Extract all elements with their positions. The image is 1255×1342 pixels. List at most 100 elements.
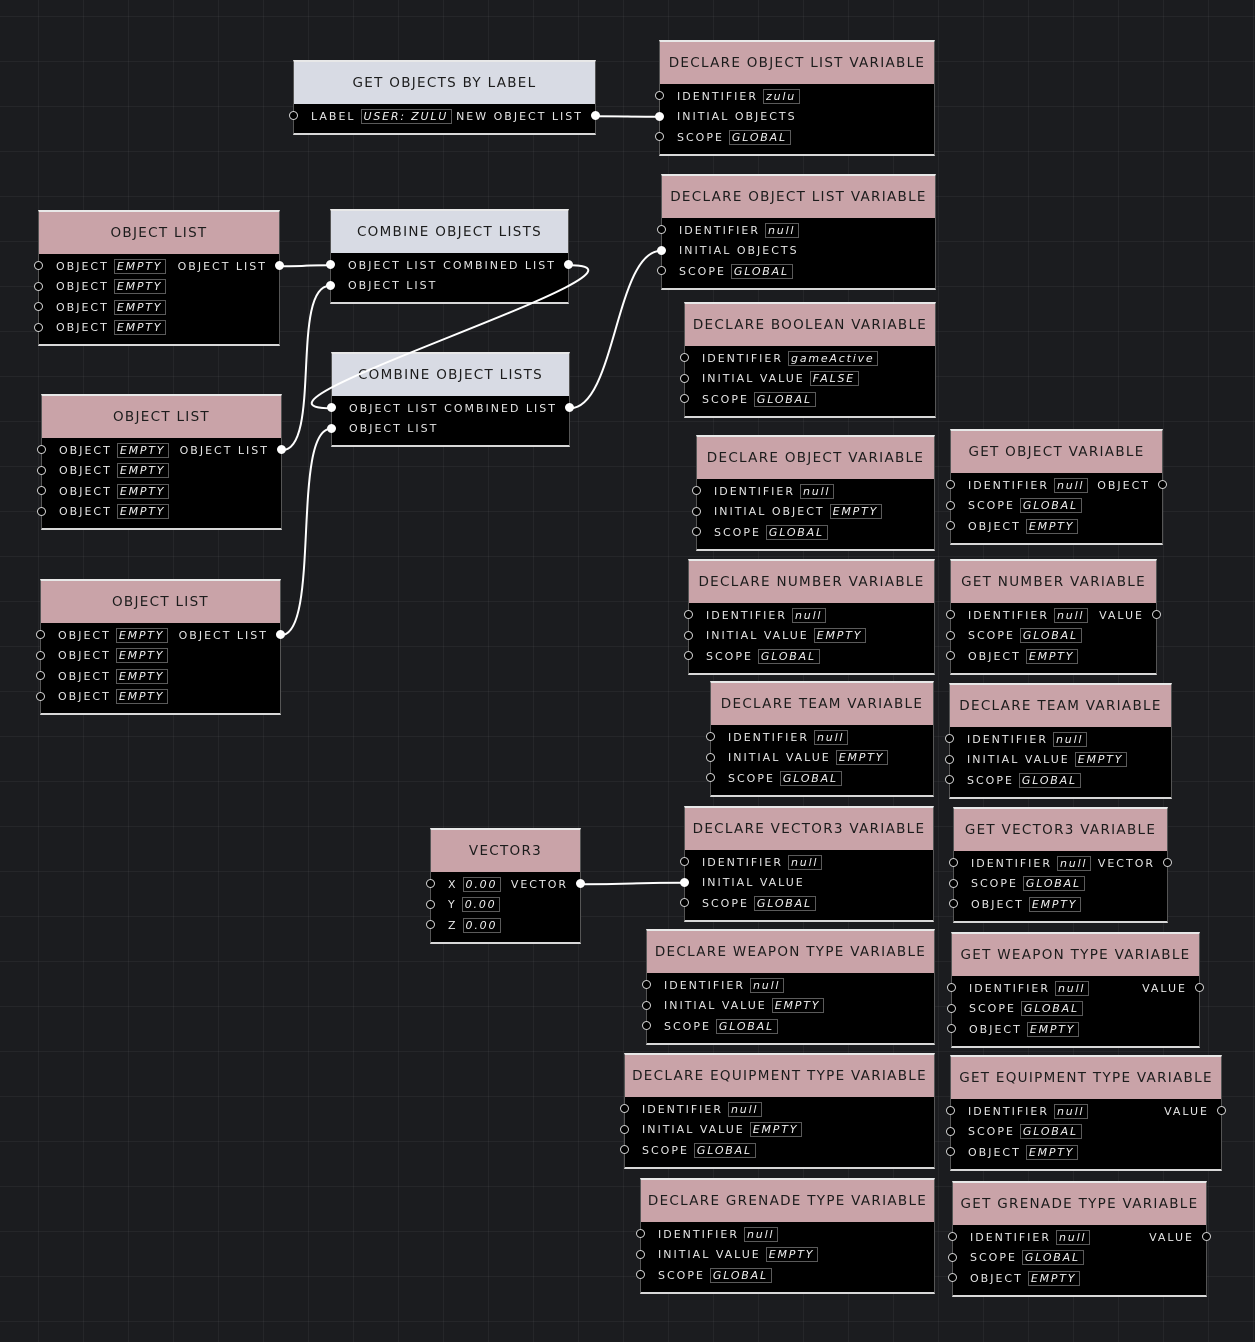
value-field[interactable]: GLOBAL (728, 129, 791, 145)
input-port-icon[interactable] (34, 322, 43, 332)
value-field[interactable]: null (1053, 731, 1088, 747)
input-port-icon[interactable] (34, 302, 43, 311)
value-field[interactable]: GLOBAL (779, 770, 842, 786)
output-port-icon[interactable] (276, 630, 285, 639)
input-port-icon[interactable] (692, 527, 701, 536)
value-field[interactable]: EMPTY (116, 504, 170, 520)
input-port-icon[interactable] (326, 260, 335, 269)
output-port-icon[interactable] (565, 403, 574, 412)
input-port-icon[interactable] (37, 445, 46, 454)
input-port-icon[interactable] (692, 486, 701, 495)
value-field[interactable]: EMPTY (115, 668, 169, 684)
input-port-icon[interactable] (642, 1000, 651, 1010)
input-port-icon[interactable] (684, 651, 693, 660)
input-port-icon[interactable] (37, 506, 46, 516)
input-port-icon[interactable] (946, 651, 955, 660)
value-field[interactable]: null (1054, 477, 1089, 493)
input-port-icon[interactable] (947, 1003, 956, 1013)
input-port-icon[interactable] (949, 899, 958, 908)
input-port-icon[interactable] (36, 691, 45, 701)
input-port-icon[interactable] (946, 630, 955, 640)
value-field[interactable]: EMPTY (1025, 518, 1079, 534)
output-port-icon[interactable] (1202, 1232, 1211, 1241)
value-field[interactable]: GLOBAL (1019, 1124, 1082, 1140)
input-port-icon[interactable] (680, 857, 689, 866)
output-port-icon[interactable] (1195, 983, 1204, 992)
value-field[interactable]: USER: ZULU (360, 108, 453, 124)
input-port-icon[interactable] (37, 465, 46, 475)
input-port-icon[interactable] (655, 132, 664, 141)
input-port-icon[interactable] (620, 1104, 629, 1113)
value-field[interactable]: GLOBAL (753, 895, 816, 911)
input-port-icon[interactable] (680, 394, 689, 403)
value-field[interactable]: zulu (763, 88, 801, 104)
value-field[interactable]: EMPTY (1026, 1021, 1080, 1037)
input-port-icon[interactable] (657, 245, 666, 255)
output-port-icon[interactable] (564, 260, 573, 269)
value-field[interactable]: GLOBAL (1020, 1001, 1083, 1017)
input-port-icon[interactable] (946, 1106, 955, 1115)
output-port-icon[interactable] (591, 111, 600, 120)
output-port-icon[interactable] (1163, 858, 1172, 867)
value-field[interactable]: EMPTY (116, 483, 170, 499)
input-port-icon[interactable] (636, 1270, 645, 1279)
value-field[interactable]: EMPTY (835, 750, 889, 766)
input-port-icon[interactable] (946, 610, 955, 619)
input-port-icon[interactable] (655, 91, 664, 100)
input-port-icon[interactable] (692, 506, 701, 516)
input-port-icon[interactable] (620, 1124, 629, 1134)
input-port-icon[interactable] (684, 610, 693, 619)
input-port-icon[interactable] (946, 1147, 955, 1156)
value-field[interactable]: null (765, 222, 800, 238)
input-port-icon[interactable] (949, 858, 958, 867)
input-port-icon[interactable] (945, 754, 954, 764)
value-field[interactable]: null (814, 729, 849, 745)
output-port-icon[interactable] (576, 879, 585, 888)
value-field[interactable]: 0.00 (462, 917, 502, 933)
value-field[interactable]: GLOBAL (730, 263, 793, 279)
value-field[interactable]: null (800, 483, 835, 499)
value-field[interactable]: EMPTY (1025, 648, 1079, 664)
input-port-icon[interactable] (642, 1021, 651, 1030)
input-port-icon[interactable] (657, 266, 666, 275)
input-port-icon[interactable] (946, 1126, 955, 1136)
input-port-icon[interactable] (945, 775, 954, 784)
input-port-icon[interactable] (289, 111, 298, 120)
value-field[interactable]: EMPTY (115, 689, 169, 705)
value-field[interactable]: GLOBAL (765, 524, 828, 540)
value-field[interactable]: gameActive (788, 350, 879, 366)
value-field[interactable]: EMPTY (113, 299, 167, 315)
value-field[interactable]: GLOBAL (1022, 876, 1085, 892)
input-port-icon[interactable] (948, 1232, 957, 1241)
value-field[interactable]: EMPTY (116, 463, 170, 479)
input-port-icon[interactable] (655, 111, 664, 121)
value-field[interactable]: GLOBAL (1019, 498, 1082, 514)
value-field[interactable]: EMPTY (829, 504, 883, 520)
value-field[interactable]: null (1054, 607, 1089, 623)
value-field[interactable]: EMPTY (115, 648, 169, 664)
value-field[interactable]: null (788, 854, 823, 870)
output-port-icon[interactable] (1152, 610, 1161, 619)
value-field[interactable]: GLOBAL (753, 391, 816, 407)
value-field[interactable]: EMPTY (116, 442, 170, 458)
value-field[interactable]: FALSE (809, 371, 860, 387)
input-port-icon[interactable] (948, 1273, 957, 1282)
input-port-icon[interactable] (947, 1024, 956, 1033)
input-port-icon[interactable] (34, 261, 43, 270)
value-field[interactable]: null (750, 977, 785, 993)
value-field[interactable]: GLOBAL (709, 1267, 772, 1283)
